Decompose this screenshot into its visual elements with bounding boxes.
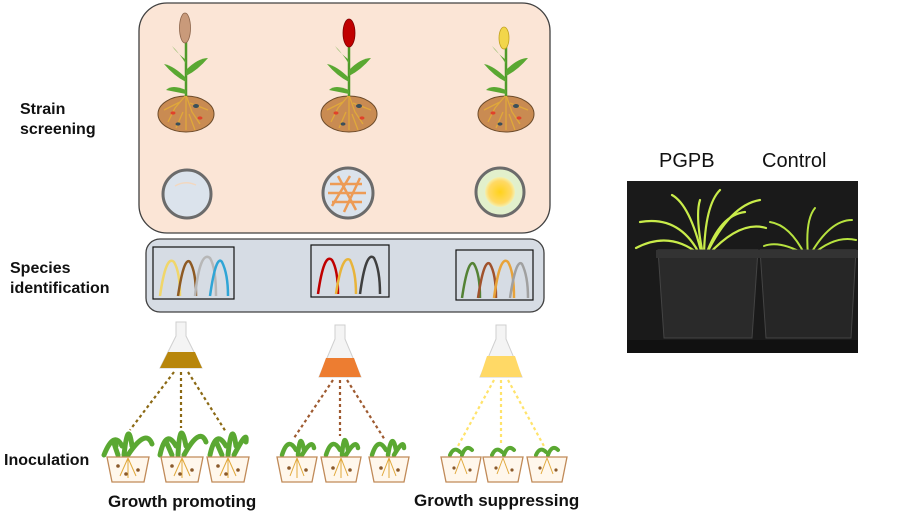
species-identification-panel: [145, 238, 545, 313]
pgpb-control-photo: [627, 181, 858, 353]
flask-orange: [318, 324, 362, 378]
pot-group-neutral: [276, 438, 410, 483]
pot-1: [101, 431, 155, 483]
chromatogram-1: [152, 246, 235, 300]
inoculation-lines-promoting: [129, 371, 227, 433]
petri-dish-3: [474, 166, 526, 218]
control-pot: [759, 249, 857, 339]
species-identification-label-line2: identification: [10, 280, 110, 297]
flask-olive: [159, 321, 203, 369]
pgpb-label: PGPB: [659, 150, 715, 172]
pot-4: [276, 439, 318, 483]
inoculation-label: Inoculation: [4, 452, 90, 469]
panicle-1: [179, 12, 191, 44]
strain-screening-label: Strain screening: [20, 100, 96, 140]
roots-3: [483, 94, 529, 131]
pgpb-plants: [634, 188, 768, 257]
growth-promoting-caption: Growth promoting: [108, 492, 257, 511]
chromatogram-2: [310, 244, 390, 298]
pot-6: [368, 439, 410, 483]
pot-9: [526, 445, 568, 483]
panicle-2: [342, 18, 356, 48]
flask-yellow: [479, 324, 523, 378]
plant-2: [320, 18, 378, 133]
pot-5: [320, 438, 362, 483]
pot-group-suppressing: [440, 445, 568, 483]
pot-8: [482, 445, 524, 483]
plant-3: [477, 26, 535, 133]
species-identification-label-line1: Species: [10, 260, 71, 277]
petri-dish-1: [161, 168, 213, 220]
strain-screening-label-line2: screening: [20, 121, 96, 138]
pgpb-pot: [657, 249, 759, 339]
roots-2: [326, 94, 372, 131]
pot-3: [206, 431, 250, 483]
pot-2: [157, 430, 209, 483]
species-identification-label: Species identification: [10, 259, 110, 299]
growth-suppressing-caption: Growth suppressing: [414, 491, 580, 510]
strain-screening-label-line1: Strain: [20, 101, 66, 118]
pot-group-promoting: [101, 430, 250, 483]
inoculation-lines-suppressing: [457, 379, 546, 449]
roots-1: [163, 94, 209, 131]
bacterial-streaks: [328, 175, 366, 213]
panicle-3: [498, 26, 510, 50]
yellow-colony: [485, 177, 515, 207]
inoculation-lines-neutral: [293, 379, 386, 441]
petri-dish-2: [321, 166, 375, 220]
control-label: Control: [762, 150, 827, 172]
plant-1: [157, 12, 215, 133]
chromatogram-3: [455, 249, 534, 301]
pot-7: [440, 445, 482, 483]
